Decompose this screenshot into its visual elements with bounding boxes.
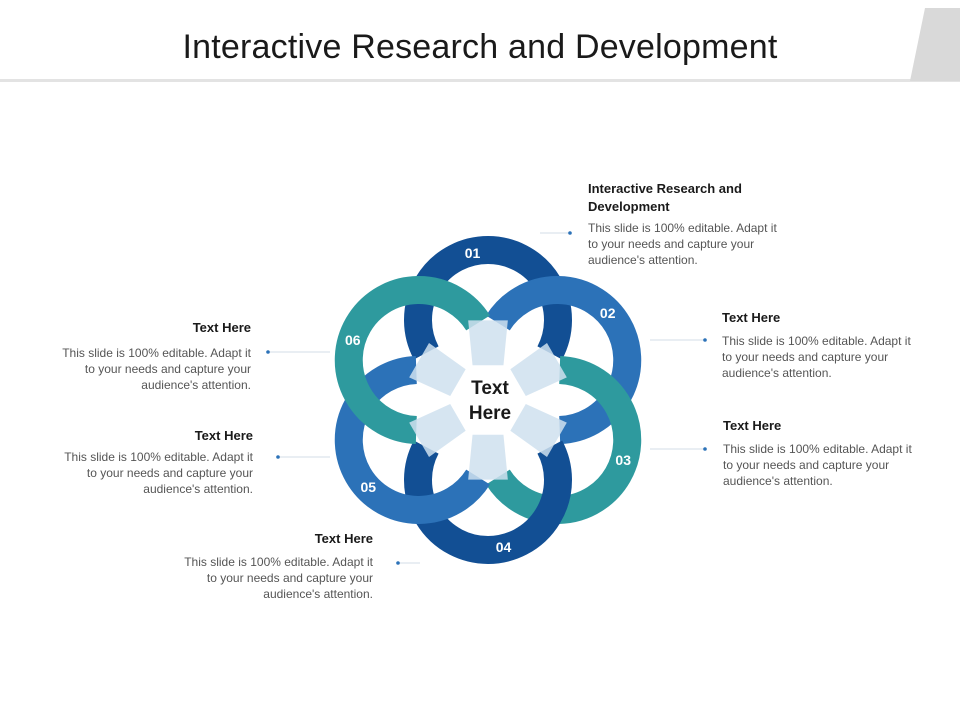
callout-03: Text Here This slide is 100% editable. A…	[723, 417, 923, 489]
callout-01-heading: Interactive Research and Development	[588, 181, 742, 214]
petal-overlay-03	[510, 403, 567, 457]
callout-04: Text Here This slide is 100% editable. A…	[173, 530, 373, 602]
callout-05-heading: Text Here	[194, 428, 253, 443]
petal-number-03: 03	[615, 452, 631, 468]
connector-dot-5	[276, 455, 280, 459]
petal-number-06: 06	[345, 332, 361, 348]
petal-overlay-02	[510, 343, 567, 397]
callout-01-body: This slide is 100% editable. Adapt it to…	[588, 221, 777, 267]
petal-number-02: 02	[600, 305, 616, 321]
center-label-line1: Text	[471, 378, 509, 399]
callout-05-body: This slide is 100% editable. Adapt it to…	[64, 450, 253, 496]
callout-03-heading: Text Here	[723, 418, 782, 433]
petal-rings	[334, 236, 642, 564]
callout-05: Text Here This slide is 100% editable. A…	[53, 427, 253, 497]
callout-02-body: This slide is 100% editable. Adapt it to…	[722, 334, 911, 380]
petal-ring-01	[404, 236, 572, 360]
petal-number-05: 05	[361, 479, 377, 495]
callout-06-heading: Text Here	[192, 320, 251, 335]
petal-overlay-06	[409, 343, 466, 397]
petal-ring-04	[404, 440, 572, 564]
callout-04-heading: Text Here	[314, 531, 373, 546]
petal-number-04: 04	[496, 539, 512, 555]
connector-dot-1	[568, 231, 572, 235]
connector-dot-3	[703, 447, 707, 451]
connector-dot-4	[396, 561, 400, 565]
callout-01: Interactive Research and Development Thi…	[588, 180, 788, 268]
callout-03-body: This slide is 100% editable. Adapt it to…	[723, 442, 912, 488]
petal-ring-03	[486, 356, 642, 524]
connector-dot-2	[703, 338, 707, 342]
center-label: Text Here	[440, 376, 540, 426]
petal-overlay-05	[409, 403, 466, 457]
petal-number-01: 01	[465, 245, 481, 261]
callout-02-heading: Text Here	[722, 310, 781, 325]
petal-ring-02	[486, 276, 642, 444]
connector-lines	[266, 231, 707, 565]
petal-overlays	[409, 320, 567, 480]
callout-02: Text Here This slide is 100% editable. A…	[722, 309, 922, 381]
center-label-line2: Here	[468, 403, 512, 424]
petal-numbers: 01 02 03 04 05 06	[345, 245, 631, 555]
petal-ring-05	[334, 356, 490, 524]
callout-06-body: This slide is 100% editable. Adapt it to…	[62, 346, 251, 392]
page-title: Interactive Research and Development	[182, 28, 778, 66]
callout-04-body: This slide is 100% editable. Adapt it to…	[184, 555, 373, 601]
connector-dot-6	[266, 350, 270, 354]
petal-overlay-01	[468, 320, 508, 366]
header-rule	[0, 79, 960, 82]
petal-ring-06	[334, 276, 490, 444]
petal-overlay-04	[468, 434, 508, 480]
callout-06: Text Here This slide is 100% editable. A…	[51, 319, 251, 393]
